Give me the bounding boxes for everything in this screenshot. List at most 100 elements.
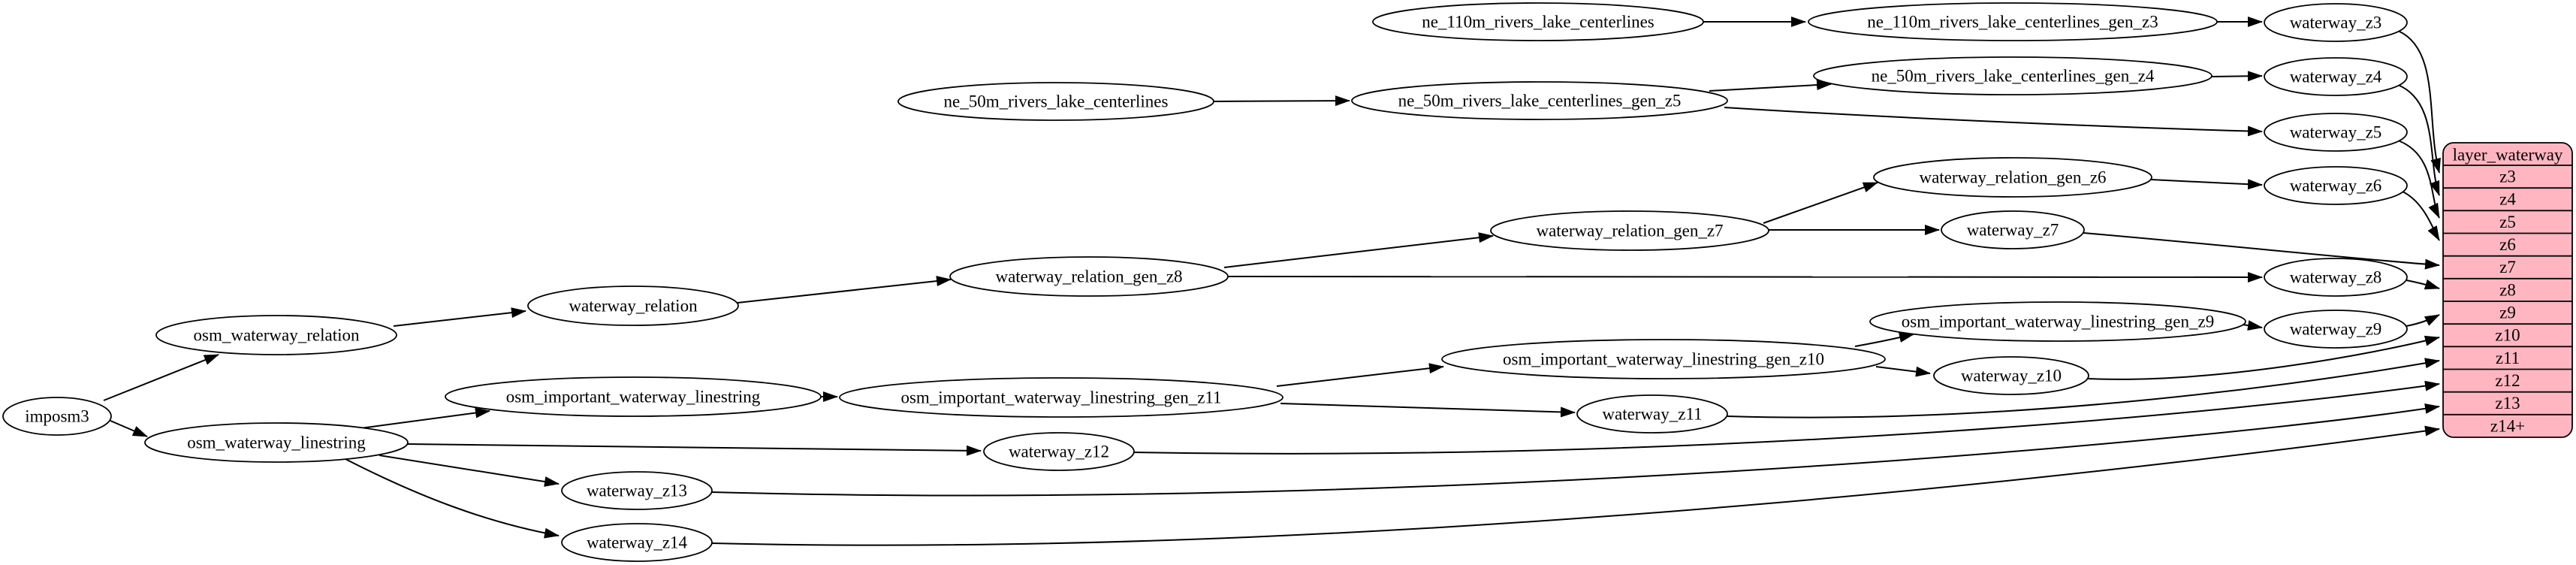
node-waterway_z13: waterway_z13: [561, 471, 713, 510]
svg-text:ne_110m_rivers_lake_centerline: ne_110m_rivers_lake_centerlines_gen_z3: [1867, 13, 2158, 32]
edge-waterway_z10-table-z10: [2087, 335, 2440, 380]
edge-waterway_relation_gen_z8-waterway_z8: [1227, 271, 2263, 282]
table-row-z10: z10: [2495, 326, 2520, 345]
edges: [103, 17, 2441, 546]
svg-text:waterway_z9: waterway_z9: [2290, 320, 2382, 339]
node-ne_50m_rivers_lake_centerlines_gen_z5: ne_50m_rivers_lake_centerlines_gen_z5: [1351, 81, 1728, 120]
svg-text:waterway_z12: waterway_z12: [1009, 443, 1109, 461]
edge-waterway_relation_gen_z6-waterway_z6: [2150, 179, 2263, 190]
node-ne_110m_rivers_lake_centerlines: ne_110m_rivers_lake_centerlines: [1372, 2, 1704, 41]
node-waterway_z9: waterway_z9: [2264, 310, 2408, 349]
svg-text:ne_50m_rivers_lake_centerlines: ne_50m_rivers_lake_centerlines_gen_z5: [1398, 92, 1682, 110]
svg-text:waterway_z14: waterway_z14: [587, 533, 688, 552]
edge-osm_waterway_linestring-waterway_z14: [345, 458, 560, 539]
table-row-z9: z9: [2499, 304, 2516, 322]
node-waterway_z7: waterway_z7: [1941, 210, 2085, 249]
svg-text:waterway_relation: waterway_relation: [569, 297, 698, 316]
edge-gen_z5-gen_z4: [1709, 80, 1832, 92]
edge-waterway_z13-table-z13: [711, 403, 2440, 497]
edge-gen_z11-waterway_z11: [1280, 403, 1576, 418]
edge-gen_z10-gen_z9: [1854, 332, 1914, 347]
svg-text:imposm3: imposm3: [25, 407, 89, 426]
table-row-z4: z4: [2499, 190, 2516, 209]
edge-waterway_z3-table-z3: [2397, 30, 2441, 174]
edge-waterway_z8-table-z8: [2406, 279, 2440, 290]
table-row-z3: z3: [2499, 168, 2516, 186]
nodes: imposm3 osm_waterway_relation osm_waterw…: [2, 2, 2408, 562]
svg-text:waterway_z6: waterway_z6: [2290, 177, 2382, 195]
node-waterway_relation_gen_z6: waterway_relation_gen_z6: [1873, 157, 2152, 198]
node-osm_waterway_linestring: osm_waterway_linestring: [144, 422, 409, 463]
edge-waterway_z14-table-z14plus: [711, 425, 2440, 546]
edge-waterway_z9-table-z9: [2406, 314, 2440, 327]
node-ne_110m_rivers_lake_centerlines_gen_z3: ne_110m_rivers_lake_centerlines_gen_z3: [1808, 2, 2218, 41]
node-waterway_z8: waterway_z8: [2264, 258, 2408, 297]
table-row-z5: z5: [2499, 213, 2516, 231]
table-row-z11: z11: [2496, 349, 2520, 367]
svg-text:osm_important_waterway_linestr: osm_important_waterway_linestring_gen_z9: [1902, 313, 2214, 331]
svg-text:waterway_z11: waterway_z11: [1602, 405, 1702, 424]
svg-text:osm_important_waterway_linestr: osm_important_waterway_linestring_gen_z1…: [1503, 350, 1824, 369]
node-osm_important_waterway_linestring_gen_z11: osm_important_waterway_linestring_gen_z1…: [839, 377, 1283, 418]
node-waterway_z4: waterway_z4: [2264, 57, 2408, 96]
edge-imposm3-osm_waterway_linestring: [110, 420, 148, 437]
node-waterway_relation: waterway_relation: [527, 286, 739, 326]
svg-text:waterway_z8: waterway_z8: [2290, 268, 2382, 287]
node-waterway_z12: waterway_z12: [983, 432, 1135, 471]
edge-gen_z9-waterway_z9: [2242, 320, 2263, 331]
node-imposm3: imposm3: [2, 397, 112, 436]
svg-text:osm_waterway_linestring: osm_waterway_linestring: [187, 434, 366, 452]
node-ne_50m_rivers_lake_centerlines: ne_50m_rivers_lake_centerlines: [897, 82, 1214, 121]
svg-text:osm_waterway_relation: osm_waterway_relation: [194, 326, 360, 345]
node-waterway_z14: waterway_z14: [561, 523, 713, 562]
table-row-z14plus: z14+: [2490, 416, 2525, 435]
node-osm_important_waterway_linestring_gen_z10: osm_important_waterway_linestring_gen_z1…: [1441, 339, 1886, 379]
node-waterway_relation_gen_z8: waterway_relation_gen_z8: [949, 256, 1229, 297]
edge-waterway_relation-waterway_relation_gen_z8: [737, 276, 952, 304]
svg-text:ne_50m_rivers_lake_centerlines: ne_50m_rivers_lake_centerlines_gen_z4: [1872, 67, 2155, 86]
edge-gen_z10-waterway_z10: [1875, 366, 1931, 377]
svg-text:osm_important_waterway_linestr: osm_important_waterway_linestring_gen_z1…: [900, 388, 1221, 407]
node-waterway_z10: waterway_z10: [1933, 356, 2089, 395]
node-osm_waterway_relation: osm_waterway_relation: [155, 315, 397, 355]
edge-waterway_z6-table-z6: [2402, 191, 2440, 241]
table-row-z8: z8: [2499, 280, 2516, 299]
svg-text:waterway_z10: waterway_z10: [1961, 367, 2062, 385]
edge-osm_waterway_linestring-waterway_z12: [407, 443, 982, 456]
node-waterway_relation_gen_z7: waterway_relation_gen_z7: [1490, 210, 1769, 251]
svg-text:waterway_z4: waterway_z4: [2290, 68, 2382, 86]
table-row-z13: z13: [2495, 394, 2520, 412]
node-waterway_z6: waterway_z6: [2264, 166, 2408, 205]
edge-gen_z11-gen_z10: [1276, 363, 1444, 387]
edge-waterway_z11-table-z11: [1727, 358, 2440, 418]
node-waterway_z5: waterway_z5: [2264, 113, 2408, 152]
svg-text:waterway_z7: waterway_z7: [1967, 221, 2059, 240]
node-osm_important_waterway_linestring: osm_important_waterway_linestring: [445, 376, 822, 417]
svg-text:waterway_z5: waterway_z5: [2290, 123, 2382, 142]
node-waterway_z11: waterway_z11: [1576, 394, 1728, 434]
edge-waterway_z4-table-z4: [2397, 84, 2440, 196]
svg-text:ne_50m_rivers_lake_centerlines: ne_50m_rivers_lake_centerlines: [944, 92, 1169, 111]
table-title: layer_waterway: [2453, 146, 2563, 165]
edge-waterway_z7-table-z7: [2083, 232, 2440, 270]
edge-osm_waterway_linestring-osm_important_waterway_linestring: [360, 407, 490, 429]
svg-text:waterway_relation_gen_z7: waterway_relation_gen_z7: [1536, 222, 1723, 240]
edge-waterway_z12-table-z12: [1133, 380, 2440, 455]
svg-text:waterway_z13: waterway_z13: [587, 482, 687, 500]
edge-waterway_relation_gen_z7-waterway_relation_gen_z6: [1763, 182, 1878, 224]
edge-gen_z4-waterway_z4: [2210, 71, 2263, 82]
node-osm_important_waterway_linestring_gen_z9: osm_important_waterway_linestring_gen_z9: [1869, 301, 2246, 342]
edge-osm_waterway_relation-waterway_relation: [393, 307, 526, 327]
edge-waterway_relation_gen_z8-waterway_relation_gen_z7: [1223, 232, 1494, 268]
svg-text:ne_110m_rivers_lake_centerline: ne_110m_rivers_lake_centerlines: [1422, 13, 1654, 32]
node-waterway_z3: waterway_z3: [2264, 3, 2408, 42]
layer-waterway-table: layer_waterway z3 z4 z5 z6 z7 z8 z9 z10 …: [2442, 142, 2573, 438]
node-ne_50m_rivers_lake_centerlines_gen_z4: ne_50m_rivers_lake_centerlines_gen_z4: [1813, 56, 2213, 95]
table-row-z6: z6: [2499, 235, 2516, 254]
edge-gen_z5-waterway_z5: [1724, 107, 2263, 137]
table-row-z12: z12: [2495, 371, 2520, 390]
table-background: [2442, 142, 2573, 438]
svg-text:waterway_relation_gen_z8: waterway_relation_gen_z8: [995, 267, 1182, 286]
svg-text:waterway_z3: waterway_z3: [2290, 14, 2382, 32]
